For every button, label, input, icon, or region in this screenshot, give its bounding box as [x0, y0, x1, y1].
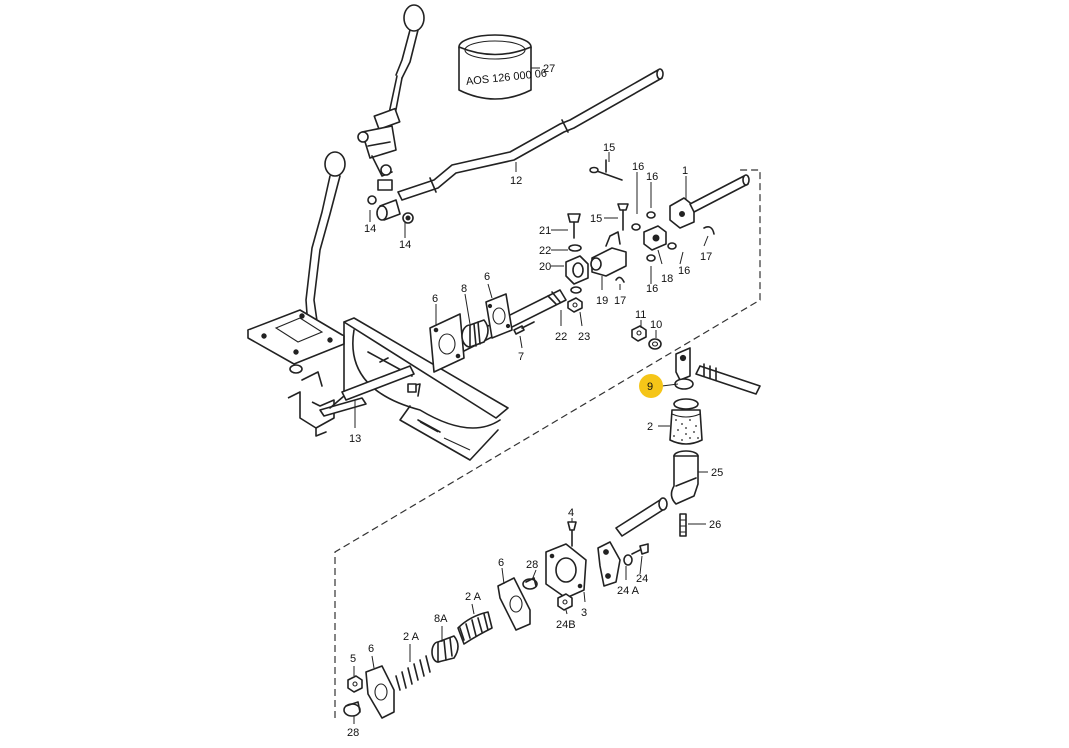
- bolt-7[interactable]: [513, 321, 535, 335]
- clip-17[interactable]: [615, 226, 715, 283]
- flange-3[interactable]: [545, 543, 587, 599]
- callout-21[interactable]: 21: [539, 225, 551, 237]
- coupling-8A[interactable]: [431, 635, 459, 663]
- callout-6c[interactable]: 6: [498, 557, 504, 569]
- callout-24[interactable]: 24: [636, 573, 648, 585]
- nut-24B[interactable]: [557, 593, 573, 611]
- shift-rod-12[interactable]: [397, 68, 664, 201]
- callout-24B[interactable]: 24B: [556, 619, 576, 631]
- gasket-6-lower[interactable]: [497, 577, 531, 631]
- callout-25[interactable]: 25: [711, 467, 723, 479]
- callout-3[interactable]: 3: [581, 607, 587, 619]
- clamp-20[interactable]: [565, 255, 589, 285]
- spring-2A-lower[interactable]: [395, 655, 431, 691]
- bushing-14-a[interactable]: [376, 199, 401, 221]
- callout-2[interactable]: 2: [647, 421, 653, 433]
- callout-23[interactable]: 23: [578, 331, 590, 343]
- gasket-6-left[interactable]: [429, 313, 465, 373]
- callout-8[interactable]: 8: [461, 283, 467, 295]
- highlight-marker[interactable]: [639, 374, 663, 398]
- callout-15b[interactable]: 15: [590, 213, 602, 225]
- callout-24A[interactable]: 24 A: [617, 585, 640, 597]
- callout-2Ab[interactable]: 2 A: [403, 631, 420, 643]
- callout-16c[interactable]: 16: [646, 283, 658, 295]
- callout-20[interactable]: 20: [539, 261, 551, 273]
- callout-16b[interactable]: 16: [646, 171, 658, 183]
- washer-22-lower[interactable]: [570, 286, 582, 294]
- tube-shaft[interactable]: [615, 497, 668, 537]
- group-boundary-dashed: [334, 169, 761, 718]
- lower-gear-lever[interactable]: [305, 151, 346, 329]
- washer-10[interactable]: [648, 338, 662, 350]
- spring-2A-upper[interactable]: [457, 611, 493, 645]
- callout-17b[interactable]: 17: [700, 251, 712, 263]
- callout-1[interactable]: 1: [682, 165, 688, 177]
- pin-26[interactable]: [679, 513, 687, 537]
- shift-rod-1[interactable]: [669, 174, 750, 229]
- nut-5[interactable]: [347, 675, 363, 693]
- callout-2Aa[interactable]: 2 A: [465, 591, 482, 603]
- washer-24A[interactable]: [623, 554, 633, 566]
- callout-16a[interactable]: 16: [632, 161, 644, 173]
- callout-7[interactable]: 7: [518, 351, 524, 363]
- callout-9[interactable]: 9: [647, 381, 653, 393]
- washer-22-upper[interactable]: [568, 244, 582, 252]
- rod-end-9[interactable]: [674, 347, 694, 390]
- elbow-tube-25[interactable]: [670, 450, 699, 505]
- callout-5[interactable]: 5: [350, 653, 356, 665]
- coupling-8[interactable]: [461, 319, 489, 348]
- callout-15a[interactable]: 15: [603, 142, 615, 154]
- boot-2[interactable]: [669, 398, 703, 445]
- floor-frame: [329, 317, 509, 461]
- callout-6b[interactable]: 6: [484, 271, 490, 283]
- rod-end-18[interactable]: [643, 225, 667, 251]
- bolt-24[interactable]: [631, 543, 649, 555]
- upper-gear-lever[interactable]: [357, 4, 425, 191]
- callout-26[interactable]: 26: [709, 519, 721, 531]
- callout-18[interactable]: 18: [661, 273, 673, 285]
- guide-bracket-13[interactable]: [287, 371, 367, 437]
- gasket-6-right[interactable]: [485, 293, 513, 339]
- callout-27[interactable]: 27: [543, 63, 555, 75]
- callout-13[interactable]: 13: [349, 433, 361, 445]
- gasket-6-bottom[interactable]: [365, 665, 395, 719]
- bolt-4[interactable]: [567, 521, 577, 547]
- callout-labels: 27 12 14 14 15 16 16 1 15 21 22 20 19 17…: [347, 63, 723, 739]
- shift-lever-housing[interactable]: [247, 309, 345, 374]
- callout-8A[interactable]: 8A: [434, 613, 448, 625]
- leader-lines: [353, 67, 709, 724]
- callout-6a[interactable]: 6: [432, 293, 438, 305]
- clamp-28-upper[interactable]: [522, 577, 538, 590]
- callout-19[interactable]: 19: [596, 295, 608, 307]
- clamp-28-lower[interactable]: [343, 701, 361, 717]
- shift-rod-13[interactable]: [341, 365, 415, 401]
- callout-12[interactable]: 12: [510, 175, 522, 187]
- callout-28a[interactable]: 28: [526, 559, 538, 571]
- lever-24A[interactable]: [597, 541, 621, 587]
- callout-16d[interactable]: 16: [678, 265, 690, 277]
- bracket-19[interactable]: [590, 231, 627, 277]
- callout-17a[interactable]: 17: [614, 295, 626, 307]
- nut-23[interactable]: [567, 297, 583, 313]
- callout-10[interactable]: 10: [650, 319, 662, 331]
- shift-rod-end[interactable]: [695, 363, 761, 395]
- callout-28b[interactable]: 28: [347, 727, 359, 739]
- callout-14a[interactable]: 14: [364, 223, 376, 235]
- bushing-14-b[interactable]: [367, 195, 414, 224]
- callout-22b[interactable]: 22: [555, 331, 567, 343]
- callout-14b[interactable]: 14: [399, 239, 411, 251]
- nut-11[interactable]: [631, 325, 647, 342]
- bolt-15-top[interactable]: [589, 159, 623, 181]
- callout-4[interactable]: 4: [568, 507, 574, 519]
- bolt-21[interactable]: [567, 213, 581, 239]
- washers-16[interactable]: [631, 211, 677, 262]
- callout-22a[interactable]: 22: [539, 245, 551, 257]
- callout-11[interactable]: 11: [635, 309, 646, 321]
- rubber-ring-27[interactable]: AOS 126 000 06: [458, 34, 548, 100]
- callout-6d[interactable]: 6: [368, 643, 374, 655]
- bolt-15-mid[interactable]: [617, 203, 629, 231]
